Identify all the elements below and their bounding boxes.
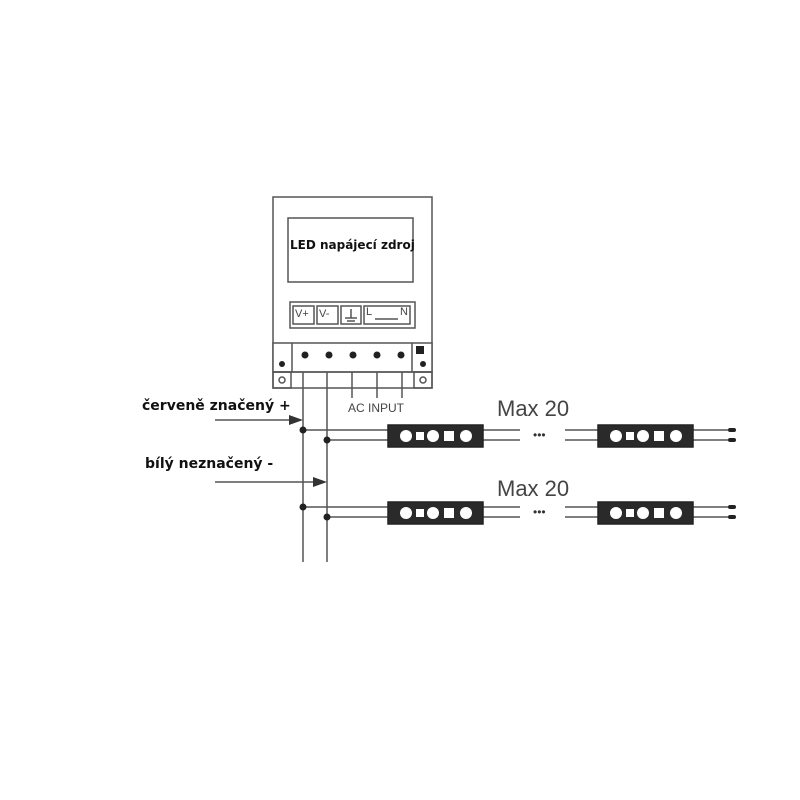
ellipsis-row-2: •••: [533, 505, 546, 519]
terminal-label-vminus: V-: [319, 308, 330, 320]
led-icon: [670, 507, 682, 519]
led-icon: [637, 507, 649, 519]
arrow-positive-icon: [289, 415, 303, 425]
arrow-negative-icon: [313, 477, 327, 487]
led-icon: [610, 430, 622, 442]
junction-dot: [323, 436, 331, 444]
terminal-label-vplus: V+: [295, 308, 309, 320]
display-window: [287, 217, 414, 283]
led-resistor-icon: [626, 432, 634, 440]
junction-dot: [323, 513, 331, 521]
terminal-label-n: N: [400, 306, 408, 318]
led-icon: [460, 430, 472, 442]
led-chip-icon: [444, 431, 454, 441]
wire-end: [728, 505, 736, 509]
led-chip-icon: [444, 508, 454, 518]
ellipsis-row-1: •••: [533, 428, 546, 442]
led-icon: [670, 430, 682, 442]
led-icon: [400, 430, 412, 442]
terminal-label-l: L: [366, 306, 373, 318]
junction-dot: [299, 503, 307, 511]
terminal-screw-vminus: [325, 351, 333, 359]
led-icon: [427, 430, 439, 442]
led-resistor-icon: [626, 509, 634, 517]
max-label-row-1: Max 20: [497, 396, 570, 421]
led-resistor-icon: [416, 432, 424, 440]
terminal-screw-n: [397, 351, 405, 359]
max-label-row-2: Max 20: [497, 476, 570, 501]
terminal-label-strip: [289, 301, 416, 329]
terminal-screw-l: [373, 351, 381, 359]
ac-input-label: AC INPUT: [348, 401, 405, 415]
junction-dot: [299, 426, 307, 434]
positive-wire-label: červeně značený +: [142, 398, 291, 414]
wire-end: [728, 428, 736, 432]
terminal-screw-ground: [349, 351, 357, 359]
led-icon: [427, 507, 439, 519]
led-icon: [610, 507, 622, 519]
led-chip-icon: [654, 431, 664, 441]
led-resistor-icon: [416, 509, 424, 517]
led-icon: [460, 507, 472, 519]
wire-end: [728, 515, 736, 519]
terminal-screw-vplus: [301, 351, 309, 359]
power-supply-title: LED napájecí zdroj: [290, 238, 415, 252]
wire-end: [728, 438, 736, 442]
led-chip-icon: [654, 508, 664, 518]
negative-wire-label: bílý neznačený -: [145, 456, 274, 472]
led-icon: [637, 430, 649, 442]
led-icon: [400, 507, 412, 519]
